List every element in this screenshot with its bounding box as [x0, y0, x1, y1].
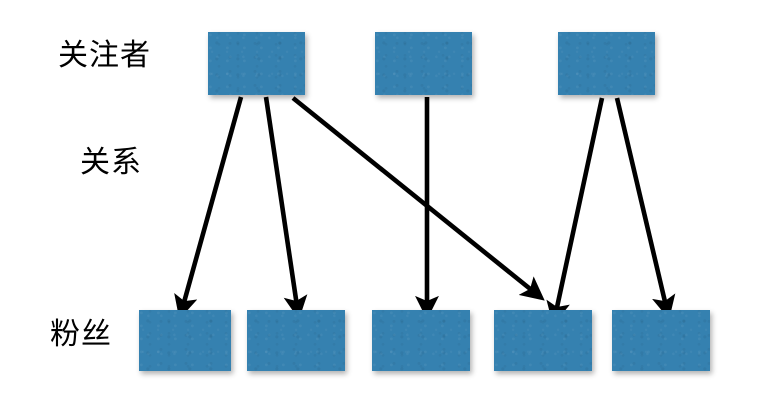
edge-arrow-6 [614, 97, 676, 320]
follower-node-1[interactable] [208, 32, 305, 95]
edges-group [174, 96, 676, 326]
fan-node-3[interactable] [372, 310, 470, 371]
follower-node-3[interactable] [558, 32, 655, 95]
edge-arrow-2 [263, 96, 308, 320]
follower-node-2[interactable] [375, 32, 472, 95]
fan-node-1[interactable] [139, 310, 231, 371]
row-label-followers: 关注者 [58, 38, 151, 73]
row-label-fans: 粉丝 [50, 317, 112, 352]
edge-arrow-1 [174, 96, 244, 320]
row-label-relationship: 关系 [80, 145, 142, 180]
fan-node-2[interactable] [247, 310, 345, 371]
edge-arrow-5 [546, 97, 605, 326]
edge-arrow-3 [291, 96, 545, 301]
fan-node-5[interactable] [612, 310, 710, 371]
fan-node-4[interactable] [494, 310, 592, 371]
